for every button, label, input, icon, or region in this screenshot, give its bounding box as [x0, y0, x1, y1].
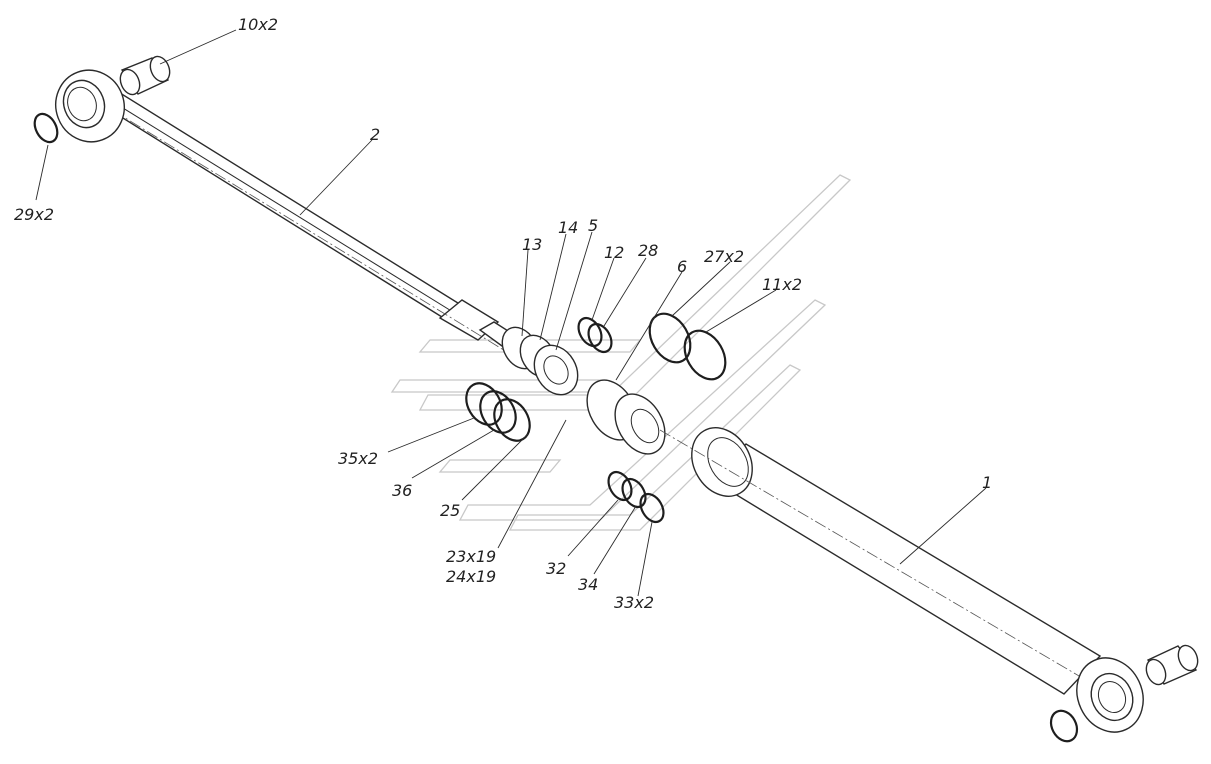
callout-14: 14	[558, 218, 578, 237]
callout-35: 35x2	[338, 449, 378, 468]
callout-33: 33x2	[614, 593, 654, 612]
callout-5: 5	[588, 216, 598, 235]
bushing-top	[119, 55, 171, 96]
bushing-bottom	[1145, 644, 1199, 686]
callout-10: 10x2	[238, 15, 278, 34]
callout-labels: 10x2 2 29x2 13 14 5 12 28 6 27x2 11x2 35…	[14, 15, 992, 612]
callout-36: 36	[392, 481, 412, 500]
callout-25: 25	[440, 501, 460, 520]
callout-28: 28	[638, 241, 658, 260]
callout-12: 12	[604, 243, 624, 262]
callout-11: 11x2	[762, 275, 802, 294]
callout-24: 24x19	[446, 567, 496, 586]
cylinder-barrel	[659, 427, 1121, 701]
callout-13: 13	[522, 235, 542, 254]
callout-29: 29x2	[14, 205, 54, 224]
callout-32: 32	[546, 559, 566, 578]
piston-rod	[95, 92, 521, 361]
callout-27: 27x2	[704, 247, 744, 266]
callout-23: 23x19	[446, 547, 496, 566]
snap-ring-top	[33, 112, 59, 144]
callout-6: 6	[677, 257, 687, 276]
callout-1: 1	[982, 473, 992, 492]
callout-34: 34	[578, 575, 598, 594]
rod-eye	[55, 69, 125, 143]
leader-lines	[35, 29, 987, 597]
barrel-eye	[1076, 657, 1144, 733]
piston-assembly	[465, 312, 727, 524]
snap-ring-bottom	[1049, 709, 1079, 743]
callout-2: 2	[370, 125, 380, 144]
